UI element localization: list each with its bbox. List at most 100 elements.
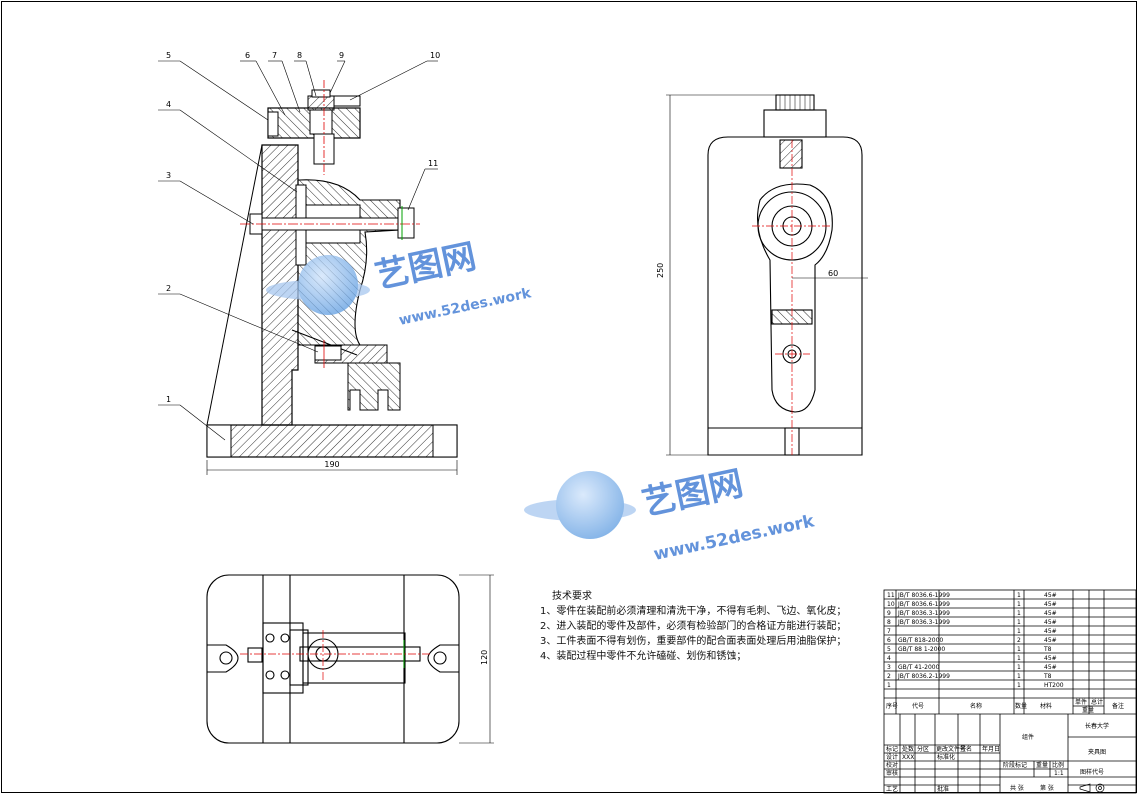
- svg-text:序号: 序号: [886, 702, 898, 710]
- svg-text:7: 7: [887, 628, 891, 635]
- svg-text:GB/T 818-2000: GB/T 818-2000: [898, 637, 943, 644]
- svg-text:T8: T8: [1043, 673, 1052, 680]
- svg-text:JB/T 8036.6-1999: JB/T 8036.6-1999: [897, 601, 950, 608]
- title-block: 长春大学 组件 夹具图 图样代号 阶段标记 重量 比例 1:1 共 张 第 张 …: [886, 722, 1109, 793]
- svg-text:1: 1: [1017, 601, 1021, 608]
- svg-text:XXX: XXX: [902, 754, 914, 761]
- balloon-7: 7: [272, 51, 277, 60]
- svg-text:批准: 批准: [937, 785, 949, 793]
- svg-text:标准化: 标准化: [937, 753, 955, 761]
- svg-text:数量: 数量: [1015, 702, 1027, 710]
- watermark-url-2: www.52des.work: [652, 511, 817, 565]
- balloon-11: 11: [428, 159, 438, 168]
- drawing-name: 夹具图: [1088, 748, 1106, 756]
- svg-text:材料: 材料: [1040, 702, 1052, 710]
- side-view-centerlines: [752, 140, 832, 455]
- svg-text:2: 2: [887, 673, 891, 680]
- svg-text:总计: 总计: [1091, 698, 1103, 706]
- bom-header: 序号 代号 名称 数量 材料 单件 总计 备注 重量: [886, 698, 1124, 714]
- tech-req-title: 技术要求: [552, 591, 592, 602]
- svg-text:校对: 校对: [886, 761, 898, 769]
- svg-text:45#: 45#: [1044, 628, 1057, 635]
- base-plate: [206, 424, 458, 458]
- svg-text:45#: 45#: [1044, 655, 1057, 662]
- svg-text:第 张: 第 张: [1040, 784, 1054, 792]
- svg-text:10: 10: [887, 601, 895, 608]
- watermark-logo-icon: [266, 255, 636, 539]
- svg-text:8: 8: [887, 619, 891, 626]
- tech-req-item: 3、工件表面不得有划伤，重要部件的配合面表面处理后用油脂保护；: [540, 636, 847, 647]
- svg-text:重量: 重量: [1082, 706, 1094, 714]
- front-width-dim: 190: [324, 460, 339, 469]
- balloon-8: 8: [297, 51, 302, 60]
- svg-text:阶段标记: 阶段标记: [1003, 761, 1027, 769]
- svg-text:4: 4: [887, 655, 891, 662]
- side-view: [707, 94, 863, 456]
- school-name: 长春大学: [1085, 722, 1109, 730]
- balloon-6: 6: [245, 51, 250, 60]
- svg-text:代号: 代号: [912, 702, 924, 710]
- svg-text:GB/T 41-2000: GB/T 41-2000: [898, 664, 940, 671]
- top-height-dim: 120: [480, 650, 489, 665]
- svg-text:更改文件号: 更改文件号: [936, 745, 966, 753]
- svg-text:45#: 45#: [1044, 619, 1057, 626]
- watermark-brand-1: 艺图网: [372, 236, 480, 296]
- svg-text:1: 1: [1017, 592, 1021, 599]
- tech-req-item: 2、进入装配的零件及部件，必须有检验部门的合格证方能进行装配；: [540, 621, 847, 632]
- balloon-4: 4: [166, 100, 171, 109]
- svg-text:1: 1: [1017, 610, 1021, 617]
- svg-text:1: 1: [1017, 664, 1021, 671]
- svg-text:处数: 处数: [902, 745, 914, 753]
- svg-text:1: 1: [1017, 619, 1021, 626]
- watermark-url-1: www.52des.work: [398, 285, 534, 329]
- balloon-10: 10: [430, 51, 440, 60]
- svg-text:45#: 45#: [1044, 664, 1057, 671]
- balloon-callouts: [158, 60, 438, 441]
- assembly-label: 组件: [1022, 733, 1034, 741]
- svg-text:9: 9: [887, 610, 891, 617]
- scale-value: 1:1: [1054, 770, 1064, 777]
- svg-text:1: 1: [1017, 646, 1021, 653]
- tech-req-item: 4、装配过程中零件不允许磕碰、划伤和锈蚀；: [540, 651, 747, 662]
- svg-text:JB/T 8036.3-1999: JB/T 8036.3-1999: [897, 619, 950, 626]
- top-view: [206, 574, 460, 744]
- svg-text:分区: 分区: [917, 745, 929, 753]
- svg-text:JB/T 8036.2-1999: JB/T 8036.2-1999: [897, 673, 950, 680]
- svg-text:1: 1: [887, 682, 891, 689]
- svg-text:共 张: 共 张: [1010, 784, 1024, 792]
- svg-text:3: 3: [887, 664, 891, 671]
- svg-text:图样代号: 图样代号: [1080, 768, 1104, 776]
- side-height-dim: 250: [656, 263, 665, 278]
- svg-text:设计: 设计: [886, 753, 898, 761]
- watermark-brand-2: 艺图网: [639, 463, 747, 523]
- svg-text:1: 1: [1017, 628, 1021, 635]
- svg-text:5: 5: [887, 646, 891, 653]
- svg-text:年月日: 年月日: [982, 745, 1000, 753]
- bom-code: JB/T 8036.6-1999: [897, 592, 950, 599]
- svg-text:比例: 比例: [1052, 761, 1064, 769]
- side-offset-dim: 60: [828, 269, 838, 278]
- svg-text:签名: 签名: [960, 745, 972, 753]
- projection-symbol-icon: [1079, 783, 1105, 793]
- balloon-9: 9: [339, 51, 344, 60]
- svg-text:标记: 标记: [886, 745, 898, 753]
- svg-text:1: 1: [1017, 682, 1021, 689]
- svg-text:单件: 单件: [1075, 698, 1087, 706]
- svg-text:2: 2: [1017, 637, 1021, 644]
- svg-text:T8: T8: [1043, 646, 1052, 653]
- balloon-3: 3: [166, 171, 171, 180]
- svg-text:审核: 审核: [886, 769, 898, 777]
- svg-text:45#: 45#: [1044, 592, 1057, 599]
- balloon-1: 1: [166, 395, 171, 404]
- svg-text:45#: 45#: [1044, 637, 1057, 644]
- svg-text:GB/T 88 1-2000: GB/T 88 1-2000: [898, 646, 945, 653]
- svg-text:工艺: 工艺: [886, 785, 898, 793]
- technical-requirements: 技术要求 1、零件在装配前必须清理和清洗干净，不得有毛刺、飞边、氧化皮； 2、进…: [540, 589, 885, 664]
- svg-text:名称: 名称: [970, 702, 982, 710]
- svg-text:6: 6: [887, 637, 891, 644]
- tech-req-item: 1、零件在装配前必须清理和清洗干净，不得有毛刺、飞边、氧化皮；: [540, 606, 847, 617]
